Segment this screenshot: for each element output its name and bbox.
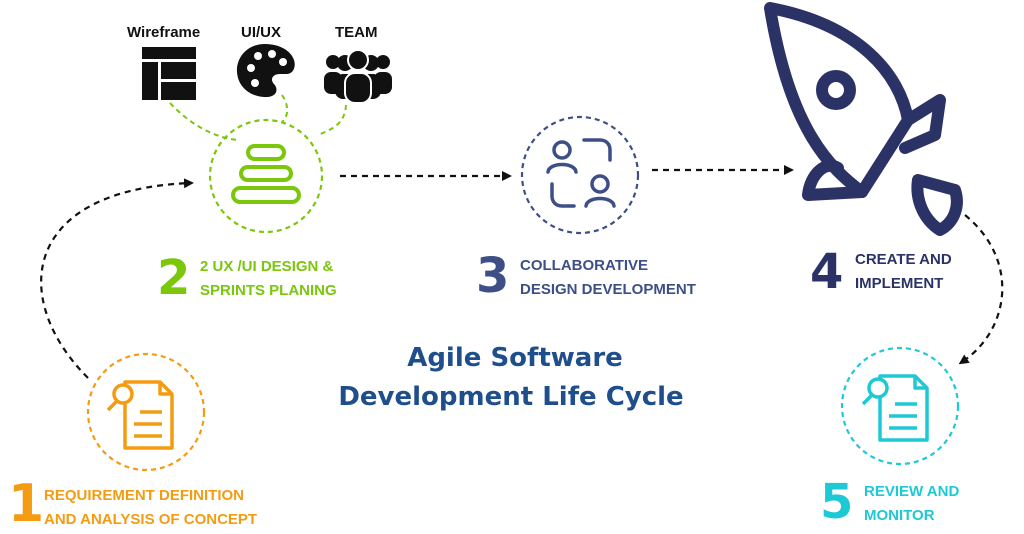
stacked-layers-icon (231, 144, 301, 204)
arrow-step4-to-step5 (958, 214, 1004, 365)
rocket-icon (764, 2, 963, 236)
users-exchange-icon (546, 138, 616, 208)
step4-line1: CREATE AND (855, 251, 952, 268)
step3-line1: COLLABORATIVE (520, 257, 649, 274)
palette-icon (236, 44, 295, 98)
step1-label: REQUIREMENT DEFINITION AND ANALYSIS OF C… (44, 484, 257, 532)
step4-label: CREATE AND IMPLEMENT (855, 248, 952, 296)
step2-number: 2 (157, 250, 191, 306)
team-icon (324, 49, 392, 104)
step4-line2: IMPLEMENT (855, 275, 944, 292)
arrow-step1-to-step2 (40, 178, 194, 379)
connector-wireframe (169, 102, 241, 141)
page-title-line2: Development Life Cycle (338, 382, 684, 412)
page-title-line1: Agile Software (407, 343, 623, 373)
step1-number: 1 (8, 474, 45, 534)
step5-line2: MONITOR (864, 507, 935, 524)
step5-line1: REVIEW AND (864, 483, 960, 500)
step5-number: 5 (820, 474, 854, 530)
step4-number: 4 (810, 244, 844, 300)
step3-line2: DESIGN DEVELOPMENT (520, 281, 696, 298)
document-search-icon-5 (861, 374, 929, 442)
step1-line2: AND ANALYSIS OF CONCEPT (44, 511, 258, 528)
connector-uiux (281, 94, 289, 123)
step2-line1: 2 UX /UI DESIGN & (200, 258, 334, 275)
wireframe-layout-icon (142, 47, 196, 100)
step2-label: 2 UX /UI DESIGN & SPRINTS PLANING (200, 255, 337, 303)
input-caption-uiux: UI/UX (241, 24, 282, 41)
step1-node (86, 352, 206, 472)
step1-line1: REQUIREMENT DEFINITION (44, 487, 245, 504)
step5-node (840, 346, 960, 466)
step2-node (208, 118, 324, 234)
step5-label: REVIEW AND MONITOR (864, 480, 959, 528)
document-search-icon (106, 380, 174, 450)
step2-line2: SPRINTS PLANING (200, 282, 337, 299)
step3-label: COLLABORATIVE DESIGN DEVELOPMENT (520, 254, 696, 302)
connector-team (317, 104, 347, 136)
step3-node (520, 115, 640, 235)
input-caption-team: TEAM (335, 24, 378, 41)
input-caption-wireframe: Wireframe (127, 24, 201, 41)
step3-number: 3 (476, 248, 510, 304)
